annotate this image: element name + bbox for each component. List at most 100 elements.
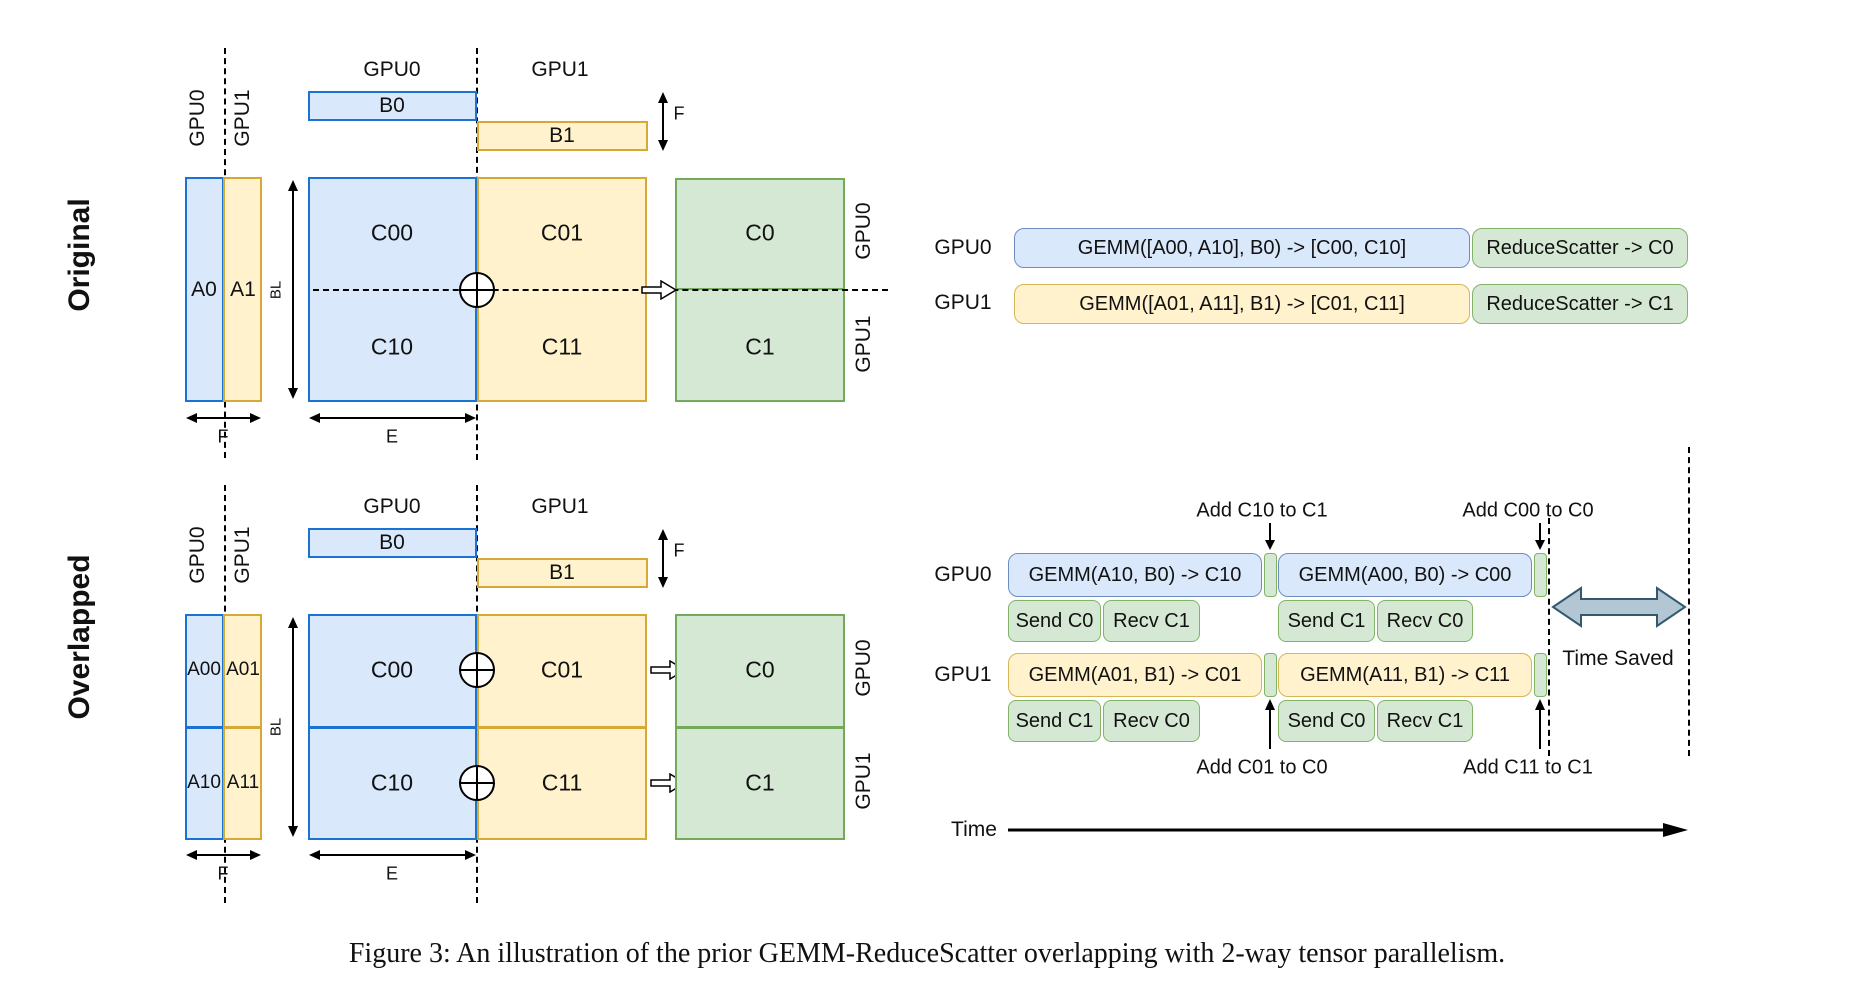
dim-arrow-f-horizontal2-icon <box>186 850 261 860</box>
overlapped-side-label-gpu0: GPU0 <box>186 526 209 584</box>
overlapped-a11-label: A11 <box>226 772 260 793</box>
block-arrow-right-icon <box>641 280 677 300</box>
time-saved-arrow-icon <box>1551 586 1687 628</box>
overlapped-out-side-gpu0: GPU0 <box>852 639 875 697</box>
figure-caption: Figure 3: An illustration of the prior G… <box>348 938 1506 969</box>
tl-gpu0-recv-c0: Recv C0 <box>1377 600 1473 642</box>
overlapped-cell-c11: C11 <box>541 769 583 796</box>
tl-gpu1-send-c1: Send C1 <box>1008 700 1101 742</box>
original-matrix-a0-label: A0 <box>191 278 217 301</box>
dim-arrow-bl-icon <box>288 180 298 399</box>
original-out-c1: C1 <box>745 333 775 360</box>
tl-gpu0-recv-c1: Recv C1 <box>1103 600 1200 642</box>
down-arrow2-icon <box>1535 523 1545 550</box>
overlapped-a00-label: A00 <box>187 659 221 680</box>
tl-add-c11-to-c1: Add C11 to C1 <box>1463 756 1593 779</box>
time-axis-label: Time <box>951 818 997 841</box>
original-matrix-b0 <box>308 91 477 121</box>
dim-arrow-f-horizontal-icon <box>186 413 261 423</box>
dim-arrow-f-vertical2-icon <box>658 529 668 588</box>
original-row-title: Original <box>63 198 96 312</box>
tl-gpu0-send-c0: Send C0 <box>1008 600 1101 642</box>
overlapped-row-title: Overlapped <box>63 554 96 720</box>
original-out-side-gpu1: GPU1 <box>852 315 875 373</box>
original-cell-c10: C10 <box>370 333 414 360</box>
tl-gpu0-gemm2: GEMM(A00, B0) -> C00 <box>1278 553 1532 597</box>
tl-gpu1-sliver1 <box>1264 653 1277 697</box>
tl-original-gpu0-reduce: ReduceScatter -> C0 <box>1472 228 1688 268</box>
tl-gpu0-sliver1 <box>1264 553 1277 597</box>
overlapped-dim-e-label: E <box>385 863 399 884</box>
dashed-row-split-line <box>313 289 888 291</box>
overlapped-matrix-a01 <box>223 614 262 728</box>
tl-add-c01-to-c0: Add C01 to C0 <box>1196 756 1328 779</box>
original-out-side-gpu0: GPU0 <box>852 202 875 260</box>
tl-original-gpu1-gemm: GEMM([A01, A11], B1) -> [C01, C11] <box>1014 284 1470 324</box>
tl-original-gpu1-reduce: ReduceScatter -> C1 <box>1472 284 1688 324</box>
plus-circle-icon <box>459 272 495 308</box>
tl-gpu1-send-c0: Send C0 <box>1278 700 1375 742</box>
dim-arrow-bl2-icon <box>288 617 298 837</box>
up-arrow1-icon <box>1265 699 1275 749</box>
original-out-c0: C0 <box>745 219 775 246</box>
overlapped-matrix-b1 <box>477 558 648 588</box>
time-saved-left-dashed-line <box>1548 518 1550 756</box>
dim-arrow-e-icon <box>309 413 476 423</box>
overlapped-matrix-b0 <box>308 528 477 558</box>
up-arrow2-icon <box>1535 699 1545 749</box>
original-matrix-b0-label: B0 <box>379 94 405 117</box>
original-cell-c01: C01 <box>540 219 584 246</box>
overlapped-cell-c00: C00 <box>370 656 414 683</box>
tl-overlapped-gpu1-label: GPU1 <box>934 663 992 686</box>
overlapped-col-header-gpu1: GPU1 <box>531 495 589 518</box>
plus-circle-bottom-icon <box>459 765 495 801</box>
tl-gpu1-gemm1: GEMM(A01, B1) -> C01 <box>1008 653 1262 697</box>
overlapped-dim-f-bottom-label: F <box>217 863 229 884</box>
original-matrix-a1 <box>223 177 262 402</box>
overlapped-out-c1-block <box>675 727 845 840</box>
original-matrix-b1 <box>477 121 648 151</box>
overlapped-out-c1: C1 <box>745 769 775 796</box>
overlapped-dim-bl-label: BL <box>267 717 285 737</box>
tl-gpu1-recv-c1: Recv C1 <box>1377 700 1473 742</box>
overlapped-a01-label: A01 <box>226 659 260 680</box>
original-col-header-gpu1: GPU1 <box>531 58 589 81</box>
tl-gpu1-recv-c0: Recv C0 <box>1103 700 1200 742</box>
time-saved-label: Time Saved <box>1562 647 1674 670</box>
overlapped-a10-label: A10 <box>187 772 221 793</box>
tl-gpu0-gemm1: GEMM(A10, B0) -> C10 <box>1008 553 1262 597</box>
overlapped-out-c0-block <box>675 614 845 728</box>
original-side-label-gpu0: GPU0 <box>186 89 209 147</box>
time-saved-right-dashed-line <box>1688 447 1690 756</box>
overlapped-matrix-a11 <box>223 727 262 840</box>
dim-arrow-e2-icon <box>309 850 476 860</box>
tl-gpu1-gemm2: GEMM(A11, B1) -> C11 <box>1278 653 1532 697</box>
overlapped-side-label-gpu1: GPU1 <box>231 526 254 584</box>
overlapped-c10-block <box>308 727 477 840</box>
tl-original-gpu1-label: GPU1 <box>934 291 992 314</box>
tl-original-gpu0-gemm: GEMM([A00, A10], B0) -> [C00, C10] <box>1014 228 1470 268</box>
tl-original-gpu0-label: GPU0 <box>934 236 992 259</box>
original-side-label-gpu1: GPU1 <box>231 89 254 147</box>
tl-overlapped-gpu0-label: GPU0 <box>934 563 992 586</box>
original-cell-c00: C00 <box>370 219 414 246</box>
original-dim-bl-label: BL <box>267 280 285 300</box>
overlapped-out-side-gpu1: GPU1 <box>852 752 875 810</box>
original-matrix-a1-label: A1 <box>230 278 256 301</box>
overlapped-matrix-a10 <box>185 727 224 840</box>
plus-circle-top-icon <box>459 652 495 688</box>
overlapped-cell-c10: C10 <box>370 769 414 796</box>
original-cell-c11: C11 <box>541 333 583 360</box>
overlapped-col-header-gpu0: GPU0 <box>363 495 421 518</box>
tl-gpu1-sliver2 <box>1534 653 1547 697</box>
overlapped-cell-c01: C01 <box>540 656 584 683</box>
tl-add-c00-to-c0: Add C00 to C0 <box>1462 499 1594 522</box>
time-axis-arrow-icon <box>1008 823 1688 837</box>
original-col-header-gpu0: GPU0 <box>363 58 421 81</box>
tl-gpu0-sliver2 <box>1534 553 1547 597</box>
overlapped-dim-f-top-label: F <box>673 540 685 561</box>
overlapped-out-c0: C0 <box>745 656 775 683</box>
dim-arrow-f-vertical-icon <box>658 92 668 151</box>
original-dim-e-label: E <box>385 426 399 447</box>
